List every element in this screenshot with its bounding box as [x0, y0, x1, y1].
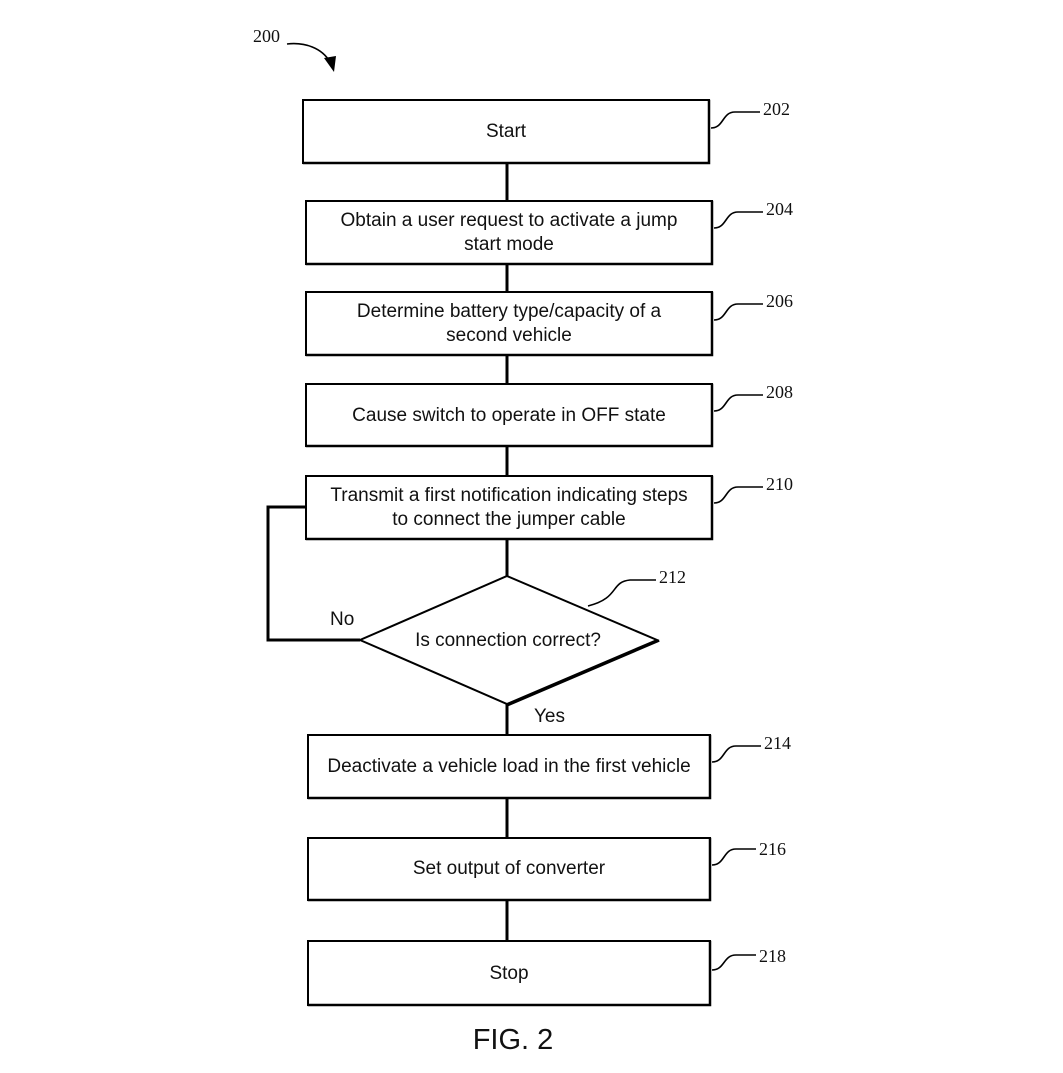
step-212-decision: Is connection correct? 212 — [357, 567, 686, 707]
ref-202-leader — [710, 111, 760, 129]
step-216-text: Set output of converter — [413, 858, 606, 879]
figure-ref-arrow — [286, 42, 331, 63]
ref-206-label: 206 — [766, 291, 793, 311]
ref-216-label: 216 — [759, 839, 786, 859]
branch-yes-label: Yes — [534, 706, 565, 727]
branch-no-label: No — [330, 609, 354, 630]
step-214-deactivate-load: Deactivate a vehicle load in the first v… — [307, 733, 791, 800]
figure-caption: FIG. 2 — [473, 1024, 554, 1056]
step-206-determine-battery: Determine battery type/capacity of a sec… — [305, 291, 793, 357]
step-202-start: Start 202 — [302, 99, 790, 165]
step-210-transmit-notification: Transmit a first notification indicating… — [305, 474, 793, 541]
step-210-text-line1: Transmit a first notification indicating… — [330, 485, 687, 506]
step-218-text: Stop — [489, 963, 528, 984]
ref-206-leader — [713, 303, 763, 321]
edge-212-210-no — [266, 505, 360, 642]
ref-208-leader — [713, 394, 763, 412]
step-216-set-output: Set output of converter 216 — [307, 837, 786, 902]
step-204-obtain-request: Obtain a user request to activate a jump… — [305, 199, 793, 266]
ref-204-label: 204 — [766, 199, 793, 219]
ref-218-label: 218 — [759, 946, 786, 966]
step-204-text-line1: Obtain a user request to activate a jump — [341, 210, 678, 231]
step-208-switch-off: Cause switch to operate in OFF state 208 — [305, 382, 793, 448]
step-210-text-line2: to connect the jumper cable — [392, 509, 625, 530]
ref-212-label: 212 — [659, 567, 686, 587]
figure-ref-arrowhead — [324, 56, 336, 72]
step-212-text: Is connection correct? — [415, 630, 601, 651]
ref-214-leader — [711, 745, 761, 763]
ref-210-label: 210 — [766, 474, 793, 494]
step-204-text-line2: start mode — [464, 234, 554, 255]
step-218-stop: Stop 218 — [307, 940, 786, 1007]
step-202-text: Start — [486, 121, 527, 142]
step-206-text-line1: Determine battery type/capacity of a — [357, 301, 662, 322]
ref-202-label: 202 — [763, 99, 790, 119]
ref-216-leader — [711, 848, 756, 866]
step-206-text-line2: second vehicle — [446, 325, 572, 346]
step-208-text: Cause switch to operate in OFF state — [352, 405, 666, 426]
step-214-text: Deactivate a vehicle load in the first v… — [327, 756, 690, 777]
ref-212-leader — [587, 579, 656, 607]
ref-214-label: 214 — [764, 733, 791, 753]
ref-218-leader — [711, 954, 756, 971]
figure-ref-label: 200 — [253, 26, 280, 46]
ref-204-leader — [713, 211, 763, 229]
ref-208-label: 208 — [766, 382, 793, 402]
ref-210-leader — [713, 486, 763, 504]
